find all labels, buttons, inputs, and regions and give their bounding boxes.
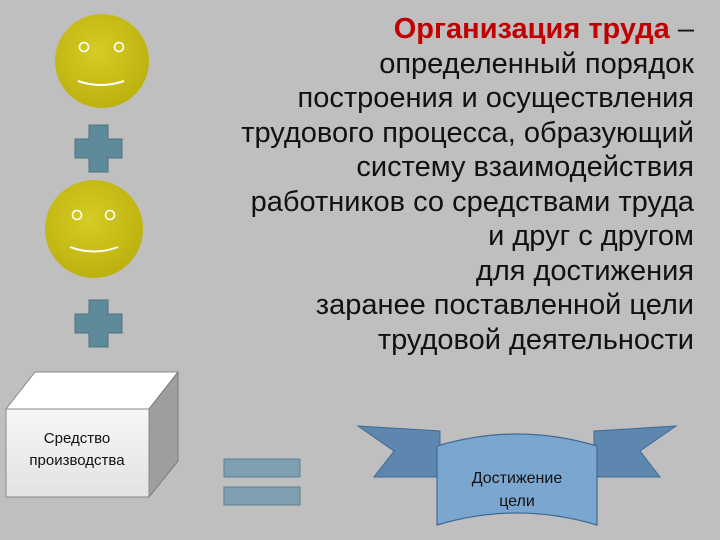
definition-line: определенный порядок [379,47,694,80]
definition-line: систему взаимодействия [356,151,694,183]
definition-line: трудового процесса, образующий [241,116,694,149]
definition-line: заранее поставленной цели [315,289,694,321]
banner-label-line-1: Достижение [472,470,563,487]
definition-line: и друг с другом [488,220,694,252]
box-label-line-2: производства [29,452,125,469]
ribbon-banner-icon: Достижение цели [356,425,678,526]
plus-icon [74,124,123,173]
box-label-line-1: Средство [44,430,110,447]
definition-term: Организация труда [393,13,670,45]
equals-icon [223,458,301,506]
definition-line: для достижения [475,254,694,287]
definition-line: построения и осуществления [297,82,694,114]
plus-icon [74,299,123,348]
smiley-icon [55,14,149,108]
cube-icon: Средство производства [4,370,180,499]
smiley-icon [45,180,143,278]
banner-label-line-2: цели [499,493,535,510]
definition-dash: – [669,13,694,45]
definition-heading-line: Организация труда – [134,12,694,47]
definition-text: Организация труда – определенный порядок… [134,12,694,357]
definition-line: работников со средствами труда [250,185,694,218]
definition-line: трудовой деятельности [377,323,694,356]
